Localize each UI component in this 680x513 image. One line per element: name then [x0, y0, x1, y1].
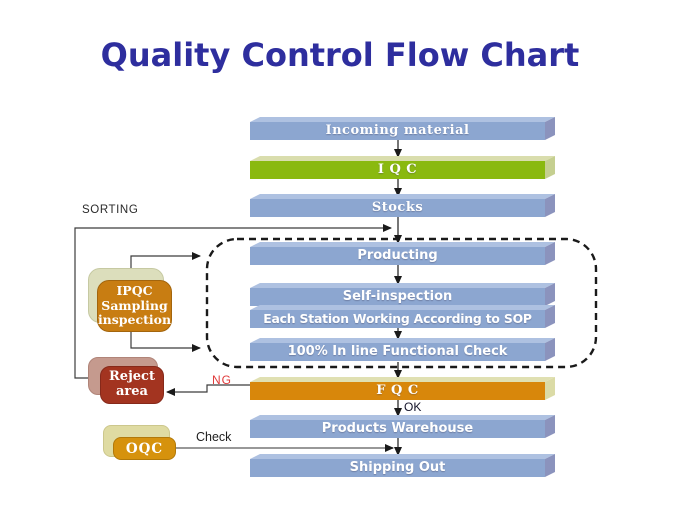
flow-step-stocks: Stocks [250, 199, 545, 217]
flow-step-shipping-out: Shipping Out [250, 459, 545, 477]
flow-step-self-inspection: Self-inspection [250, 288, 545, 306]
ok-label: OK [404, 400, 422, 414]
flow-step-label: Shipping Out [349, 460, 446, 475]
flow-step-incoming-material: Incoming material [250, 122, 545, 140]
check-label: Check [196, 430, 232, 444]
reject-box-label: Reject area [100, 366, 164, 404]
flow-step-label: 100% In line Functional Check [287, 344, 508, 359]
reject-area-box: Reject area [88, 357, 166, 405]
ng-reject-line [166, 384, 250, 396]
ipqc-box-label: IPQC Sampling inspection [97, 280, 172, 332]
flow-step-producting: Producting [250, 247, 545, 265]
sorting-label: SORTING [82, 204, 139, 216]
flow-step-label: Stocks [371, 200, 424, 215]
flow-step-label: Each Station Working According to SOP [263, 311, 532, 326]
flow-step-label: Self-inspection [342, 289, 453, 304]
flow-step-each-station-sop: Each Station Working According to SOP [250, 310, 545, 328]
flow-step-fqc: F Q C [250, 382, 545, 400]
flow-step-label: F Q C [376, 383, 419, 398]
flow-step-label: I Q C [377, 162, 418, 177]
flow-step-label: Producting [357, 248, 438, 263]
flow-step-label: Incoming material [325, 123, 470, 138]
flow-step-iqc: I Q C [250, 161, 545, 179]
oqc-box-label: OQC [113, 437, 176, 460]
flow-step-products-warehouse: Products Warehouse [250, 420, 545, 438]
flow-step-inline-functional-check: 100% In line Functional Check [250, 343, 545, 361]
page-title: Quality Control Flow Chart [100, 36, 580, 74]
ipqc-sampling-box: IPQC Sampling inspection [88, 268, 173, 332]
ng-label: NG [212, 373, 232, 387]
flow-step-label: Products Warehouse [321, 421, 474, 436]
ipqc-to-functionalcheck-line [130, 330, 201, 352]
oqc-box: OQC [103, 425, 178, 461]
